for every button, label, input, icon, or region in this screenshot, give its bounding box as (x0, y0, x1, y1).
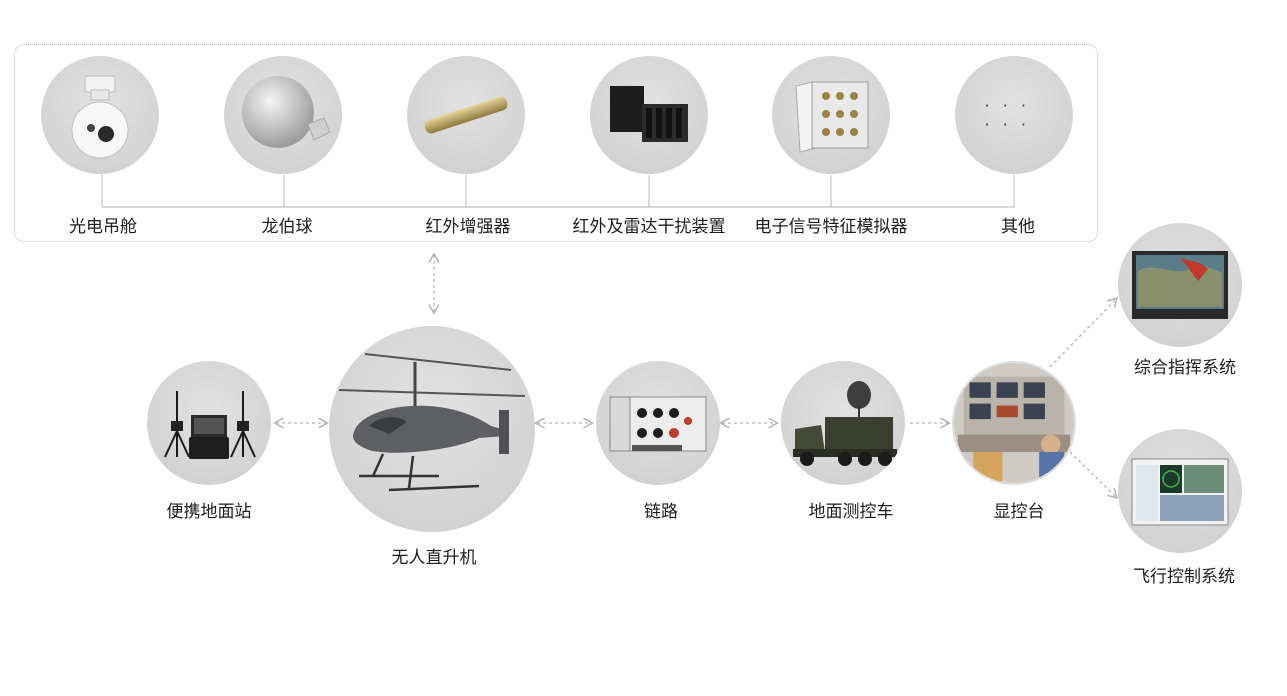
label-datalink: 链路 (644, 502, 678, 522)
payload-node-simulator (772, 56, 890, 174)
node-helicopter (329, 326, 535, 532)
payload-label-jammer: 红外及雷达干扰装置 (572, 217, 726, 237)
label-helicopter: 无人直升机 (391, 548, 477, 568)
label-flight-control: 飞行控制系统 (1133, 567, 1235, 587)
node-command-system (1118, 223, 1242, 347)
arrow-console-command (1049, 299, 1116, 368)
datalink-radio-icon (609, 396, 707, 452)
payload-node-pod (41, 56, 159, 174)
luneburg-ball-icon (242, 76, 331, 148)
command-wall-icon (1132, 251, 1228, 319)
payload-label-luneburg: 龙伯球 (261, 217, 313, 237)
node-ground-vehicle (781, 361, 905, 485)
ground-vehicle-icon (793, 381, 897, 466)
flight-control-screen-icon (1131, 458, 1229, 526)
portable-station-icon (164, 391, 256, 459)
payload-group-box (14, 44, 1098, 242)
jammer-device-icon (610, 86, 688, 142)
payload-tree-lines (101, 175, 1015, 208)
payload-label-simulator: 电子信号特征模拟器 (754, 217, 908, 237)
payload-node-luneburg (224, 56, 342, 174)
payload-node-other: · · · · · · (955, 56, 1073, 174)
node-flight-control (1118, 429, 1242, 553)
payload-label-pod: 光电吊舱 (69, 217, 137, 237)
payload-label-ir-enhancer: 红外增强器 (425, 217, 511, 237)
gimbal-pod-icon (71, 75, 129, 159)
payload-node-ir-enhancer (407, 56, 525, 174)
node-portable-station (147, 361, 271, 485)
label-portable-station: 便携地面站 (166, 502, 252, 522)
label-command-system: 综合指挥系统 (1134, 358, 1236, 378)
ellipsis-text: · · · · · · (984, 96, 1030, 134)
label-console: 显控台 (993, 502, 1045, 522)
signal-simulator-icon (795, 81, 869, 153)
ir-enhancer-rod-icon (424, 96, 508, 134)
node-console (952, 361, 1076, 485)
helicopter-icon (338, 353, 526, 492)
label-ground-vehicle: 地面测控车 (808, 502, 894, 522)
arrow-console-flight (1069, 451, 1116, 497)
payload-label-other: 其他 (1001, 217, 1035, 237)
node-datalink (596, 361, 720, 485)
payload-node-jammer (590, 56, 708, 174)
console-room-icon (954, 363, 1074, 483)
